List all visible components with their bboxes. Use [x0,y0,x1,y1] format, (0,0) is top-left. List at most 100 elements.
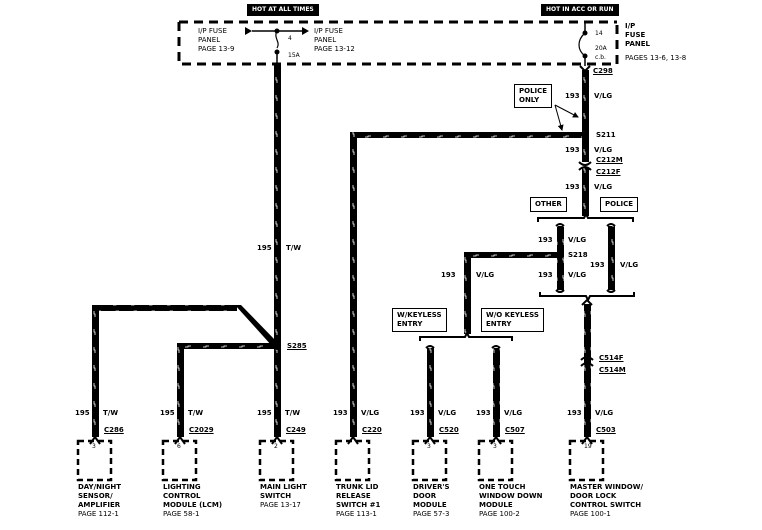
with-keyless-entry-box: W/KEYLESS ENTRY [392,308,447,332]
keyless-bracket [419,330,513,341]
wire-color-label: V/LG [438,409,457,417]
connector-c514f-label: C514F [599,354,624,362]
wire-193-main-lower [582,168,589,216]
splice-s285-label: S285 [287,342,307,350]
wire-193-police [608,226,615,290]
wire-193-circuit-label: 193 [565,146,580,154]
fuse-number-4: 4 [288,35,292,42]
wire-193-color-label: V/LG [568,236,587,244]
connector-c212f-label: C212F [596,168,621,176]
wire-color-label: V/LG [504,409,523,417]
component-connector-label: C2029 [189,426,214,434]
component-dashed-box [568,439,605,482]
component-connector-label: C286 [104,426,124,434]
fuse-panel-source-label: I/P FUSE PANEL PAGE 13-9 [198,27,235,53]
component-dashed-box [258,439,295,482]
wire-color-label: T/W [103,409,119,417]
option-bracket-top [537,211,634,222]
component-name-line: SWITCH [260,492,292,500]
component-page-ref: PAGE 112-1 [78,510,119,518]
component-pin-number: 3 [92,443,96,450]
component-pin-number: 3 [493,443,497,450]
right-fuse-panel-label: I/P FUSE PANEL [625,22,651,48]
fuse-rating-20a: 20A [595,45,607,52]
splice-s211-dot [581,131,589,139]
component-page-ref: PAGE 100-1 [570,510,611,518]
component-name-line: CONTROL [163,492,201,500]
component-connector-label: C520 [439,426,459,434]
component-name-line: DOOR LOCK [570,492,617,500]
wire-193-color-label: V/LG [594,92,613,100]
wire-193-circuit-label: 193 [441,271,456,279]
wire-193-color-label: V/LG [476,271,495,279]
component-name-line: MODULE [413,501,447,509]
wire-circuit-label: 195 [257,409,272,417]
component-pin-number: 6 [177,443,181,450]
wire-193-color-label: V/LG [594,146,613,154]
wire-color-label: V/LG [595,409,614,417]
wire-195-main [274,65,281,347]
wire-193-to-keyless [464,252,557,334]
component-name-line: MODULE [479,501,513,509]
component-name-line: MODULE (LCM) [163,501,223,509]
wire-color-label: T/W [285,409,301,417]
fuse-type-cb: c.b. [595,54,606,61]
component-connector-label: C249 [286,426,306,434]
splice-s211-label: S211 [596,131,616,139]
component-name-line: DAY/NIGHT [78,483,122,491]
wire-color-label: V/LG [361,409,380,417]
fuse-number-14: 14 [595,30,603,37]
wire-circuit-label: 195 [75,409,90,417]
component-page-ref: PAGE 113-1 [336,510,377,518]
component-name-line: SENSOR/ [78,492,113,500]
component-name-line: DOOR [413,492,437,500]
component-name-line: SWITCH #1 [336,501,381,509]
wire-193-to-c220 [350,132,582,437]
wire-circuit-label: 193 [410,409,425,417]
component-connector-label: C220 [362,426,382,434]
hot-at-all-times-label: HOT AT ALL TIMES [247,4,319,16]
wire-195-circuit-label: 195 [257,244,272,252]
other-option-box: OTHER [530,197,567,212]
connector-c212-symbol [578,161,592,171]
wire-195-to-c249 [274,347,281,437]
component-page-ref: PAGE 58-1 [163,510,200,518]
component-connector-label: C503 [596,426,616,434]
wire-193-circuit-label: 193 [590,261,605,269]
component-dashed-box [161,439,198,482]
splice-s218-label: S218 [568,251,588,259]
fuse-15a-symbol [245,27,309,64]
wire-193-main-upper [582,70,589,162]
wire-193-to-c507 [493,348,500,437]
component-connector-label: C507 [505,426,525,434]
component-pin-number: 3 [427,443,431,450]
component-name-line: AMPLIFIER [78,501,121,509]
fuse-rating-15a: 15A [288,52,300,59]
component-name-line: DRIVER'S [413,483,450,491]
component-name-line: RELEASE [336,492,371,500]
fuse-panel-dest-label: I/P FUSE PANEL PAGE 13-12 [314,27,355,53]
component-pin-number: 2 [274,443,278,450]
component-name-line: ONE TOUCH [479,483,526,491]
component-dashed-box [411,439,448,482]
police-option-box: POLICE [600,197,639,212]
component-dashed-box [477,439,514,482]
fuse-panel-outline [177,20,619,66]
component-name-line: TRUNK LID [336,483,379,491]
component-pin-number: 19 [584,443,592,450]
wire-195-color-label: T/W [286,244,302,252]
wire-193-circuit-label: 193 [538,271,553,279]
wire-193-circuit-label: 193 [538,236,553,244]
wire-193-color-label: V/LG [594,183,613,191]
wire-circuit-label: 193 [476,409,491,417]
component-page-ref: PAGE 57-3 [413,510,450,518]
component-page-ref: PAGE 100-2 [479,510,520,518]
police-only-box: POLICE ONLY [514,84,553,108]
right-fuse-panel-pages: PAGES 13-6, 13-8 [625,54,687,62]
